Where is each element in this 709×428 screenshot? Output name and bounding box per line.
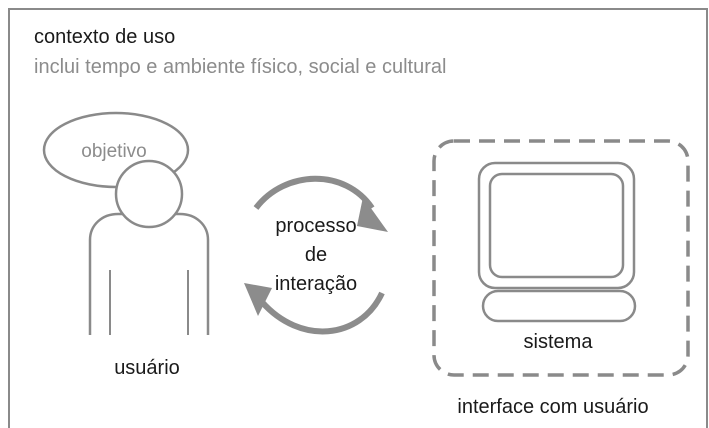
user-body <box>88 212 210 335</box>
arrow-top-head <box>357 197 388 232</box>
system-label: sistema <box>524 331 594 353</box>
context-subtitle: inclui tempo e ambiente físico, social e… <box>34 56 447 78</box>
user-head <box>114 159 184 229</box>
process-line-3: interação <box>275 273 357 295</box>
interface-label: interface com usuário <box>457 396 648 418</box>
arrow-top-curve <box>253 175 375 210</box>
user-label: usuário <box>114 357 180 379</box>
context-frame <box>8 8 708 428</box>
interface-boundary <box>432 139 690 377</box>
arrow-bottom-curve <box>259 291 385 335</box>
monitor-screen <box>488 172 625 279</box>
process-line-2: de <box>305 244 327 266</box>
process-line-1: processo <box>275 215 356 237</box>
keyboard <box>481 289 637 323</box>
context-title: contexto de uso <box>34 26 176 48</box>
arrow-bottom-head <box>244 283 272 316</box>
goal-label: objetivo <box>81 141 147 162</box>
